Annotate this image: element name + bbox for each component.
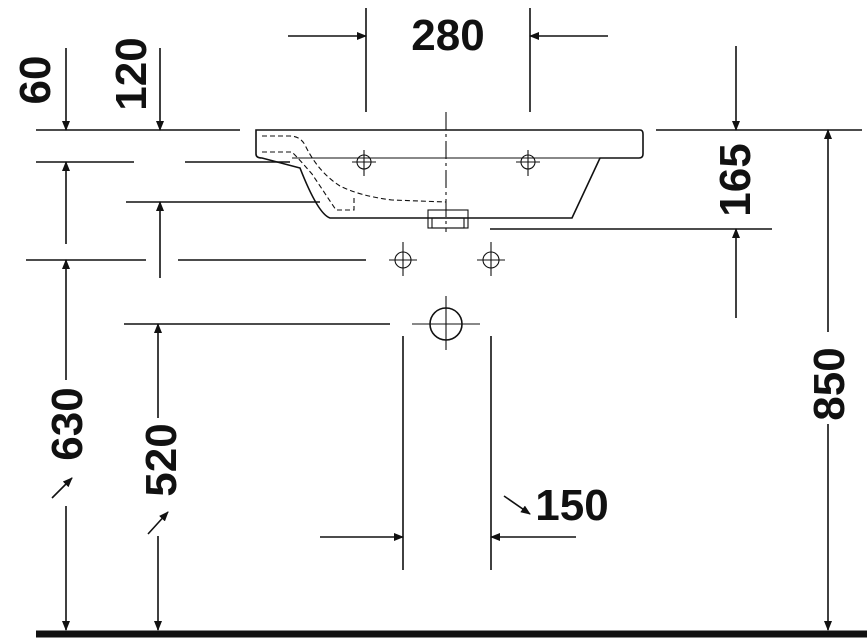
dimension-165: 165 (711, 46, 760, 318)
tap-hole-left (352, 150, 376, 176)
washbasin-drawing (255, 129, 644, 229)
waste-connection (124, 296, 480, 350)
dimension-120: 120 (107, 37, 164, 278)
tap-hole-right (516, 150, 540, 176)
pointer-arrow-630 (51, 477, 73, 499)
pointer-arrow-520 (147, 511, 169, 535)
dimension-280: 280 (288, 8, 608, 112)
dim-label-120: 120 (107, 37, 156, 110)
dim-label-630: 630 (43, 387, 92, 460)
dimension-630: 630 (43, 259, 92, 631)
pointer-arrow-150 (503, 495, 531, 515)
dim-label-150: 150 (535, 481, 608, 530)
dim-label-850: 850 (805, 347, 854, 420)
dim-label-520: 520 (137, 423, 186, 496)
rim-reference-lines (36, 129, 862, 163)
dim-label-280: 280 (411, 11, 484, 60)
supply-connections (26, 242, 505, 276)
dimension-850: 850 (805, 129, 854, 631)
dimension-60: 60 (11, 48, 70, 244)
dimension-520: 520 (137, 323, 186, 631)
dimension-150: 150 (320, 481, 609, 541)
dim-label-60: 60 (11, 56, 60, 105)
dim-label-165: 165 (711, 143, 760, 216)
